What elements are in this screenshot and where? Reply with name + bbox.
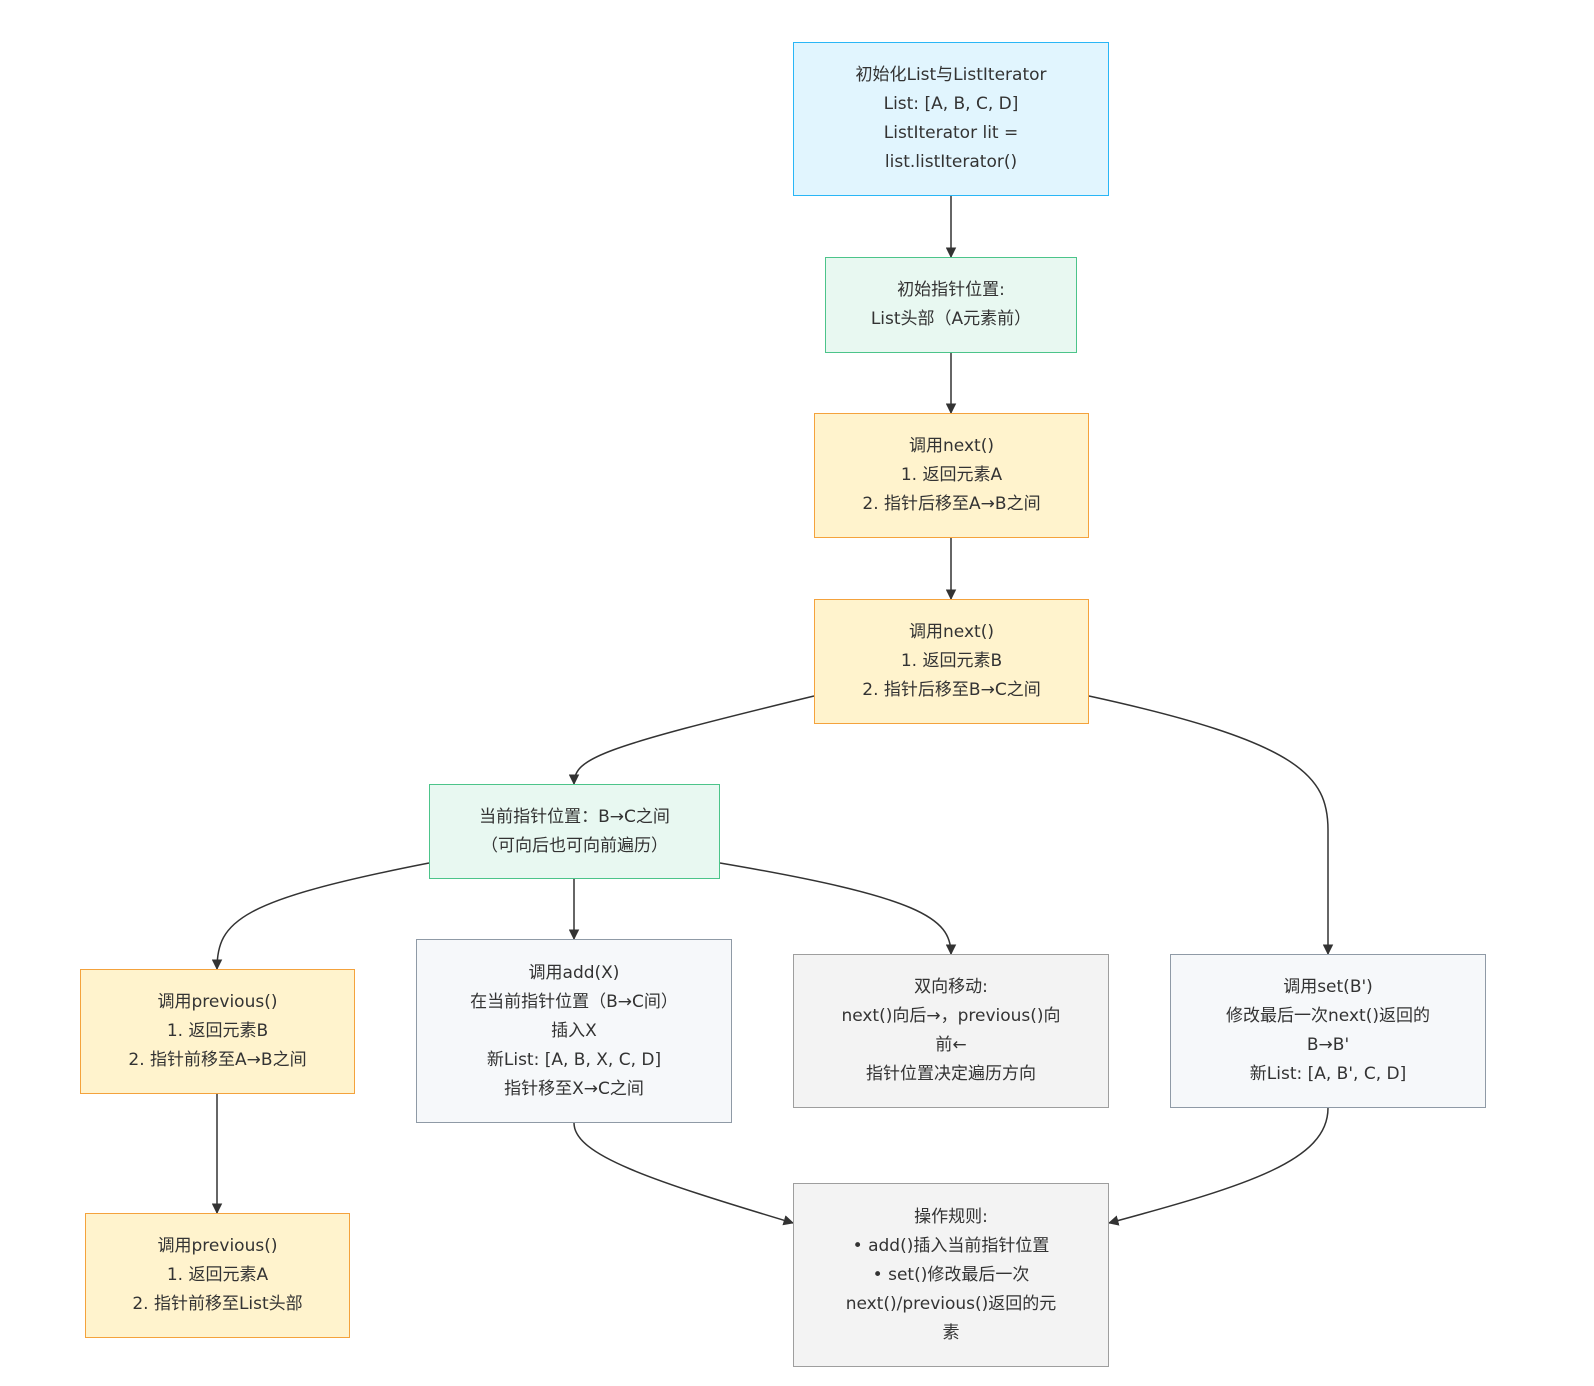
node-next1-line: 2. 指针后移至A→B之间 (862, 494, 1041, 514)
node-set: 调用set(B') 修改最后一次next()返回的 B→B' 新List: [A, B… (1170, 954, 1486, 1108)
node-init-line: List: [A, B, C, D] (883, 94, 1019, 114)
node-prev2-line: 2. 指针前移至List头部 (132, 1294, 303, 1314)
node-next2-line: 调用next() (909, 622, 994, 642)
node-bidir-line: 双向移动: (914, 977, 988, 997)
node-current-line: 当前指针位置：B→C之间 (479, 806, 670, 827)
node-start-line: List头部（A元素前） (870, 309, 1032, 329)
edge-current-to-bidir (719, 862, 957, 956)
node-bidir-line: 指针位置决定遍历方向 (866, 1064, 1036, 1084)
node-bidir: 双向移动: next()向后→，previous()向前← 指针位置决定遍历方向 (793, 954, 1109, 1108)
edge-add-to-rules (573, 1122, 795, 1226)
node-start-line: 初始指针位置: (897, 280, 1005, 300)
node-next2-line: 1. 返回元素B (900, 651, 1003, 671)
node-set-line: 调用set(B') (1283, 977, 1373, 997)
node-prev1-line: 1. 返回元素B (166, 1021, 269, 1041)
node-set-line: B→B' (1306, 1035, 1350, 1055)
edge-next2-to-set (1088, 695, 1334, 956)
node-init-line: 初始化List与ListIterator (855, 65, 1047, 85)
edge-current-to-prev1 (211, 862, 430, 971)
node-prev1-line: 2. 指针前移至A→B之间 (128, 1050, 307, 1070)
node-add-line: 在当前指针位置（B→C间） (470, 991, 678, 1012)
node-prev1-line: 调用previous() (157, 992, 278, 1012)
node-init-line: ListIterator lit = (883, 123, 1019, 143)
node-prev2-line: 调用previous() (157, 1236, 278, 1256)
node-rules-line: • set()修改最后一次 (872, 1264, 1030, 1285)
node-current: 当前指针位置：B→C之间 （可向后也可向前遍历） (429, 784, 720, 879)
node-add-line: 指针移至X→C之间 (504, 1078, 644, 1099)
node-next1: 调用next() 1. 返回元素A 2. 指针后移至A→B之间 (814, 413, 1089, 538)
node-add-line: 新List: [A, B, X, C, D] (486, 1049, 662, 1070)
node-rules-line: 素 (942, 1322, 960, 1343)
node-rules-line: • add()插入当前指针位置 (852, 1235, 1050, 1256)
node-rules: 操作规则: • add()插入当前指针位置 • set()修改最后一次 next()/… (793, 1183, 1109, 1367)
node-next1-line: 调用next() (909, 436, 994, 456)
node-next1-line: 1. 返回元素A (900, 465, 1003, 485)
node-current-line: （可向后也可向前遍历） (481, 835, 668, 856)
node-rules-line: next()/previous()返回的元 (845, 1293, 1057, 1314)
node-prev2: 调用previous() 1. 返回元素A 2. 指针前移至List头部 (85, 1213, 350, 1338)
edge-next2-to-current (568, 695, 815, 786)
node-prev1: 调用previous() 1. 返回元素B 2. 指针前移至A→B之间 (80, 969, 355, 1094)
node-add-line: 调用add(X) (528, 962, 620, 983)
node-set-line: 修改最后一次next()返回的 (1226, 1006, 1430, 1026)
edge-set-to-rules (1107, 1107, 1329, 1226)
node-init-line: list.listIterator() (884, 152, 1018, 172)
node-set-line: 新List: [A, B', C, D] (1249, 1064, 1407, 1084)
node-prev2-line: 1. 返回元素A (166, 1265, 269, 1285)
node-bidir-line: next()向后→，previous()向 (841, 1006, 1061, 1026)
node-start: 初始指针位置: List头部（A元素前） (825, 257, 1077, 353)
node-bidir-line: 前← (935, 1035, 967, 1055)
node-next2: 调用next() 1. 返回元素B 2. 指针后移至B→C之间 (814, 599, 1089, 724)
node-next2-line: 2. 指针后移至B→C之间 (862, 680, 1041, 700)
node-add-line: 插入X (551, 1020, 597, 1041)
node-add: 调用add(X) 在当前指针位置（B→C间） 插入X 新List: [A, B, X,… (416, 939, 732, 1123)
node-rules-line: 操作规则: (914, 1206, 988, 1227)
